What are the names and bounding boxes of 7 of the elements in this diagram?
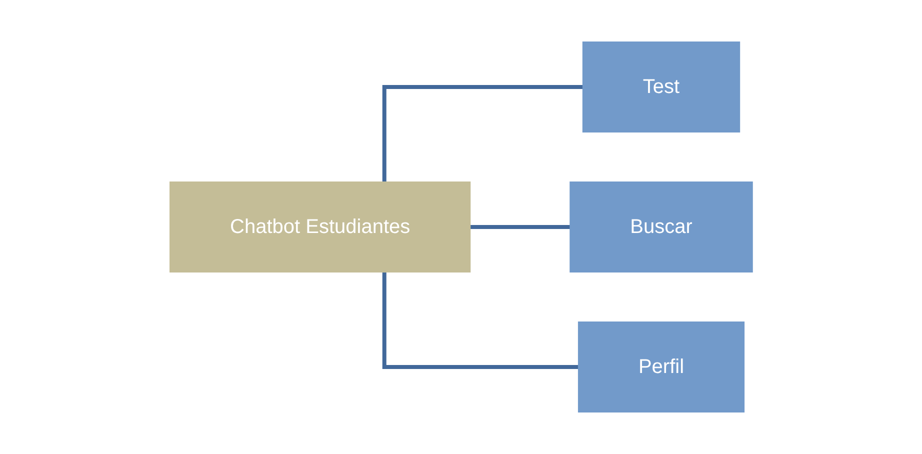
connector [382, 85, 583, 182]
node-box: Chatbot Estudiantes [169, 182, 470, 272]
node-box: Test [582, 42, 740, 132]
node-box: Buscar [569, 182, 753, 272]
connector [382, 272, 578, 369]
connector [468, 225, 570, 229]
node-box: Perfil [578, 322, 744, 412]
